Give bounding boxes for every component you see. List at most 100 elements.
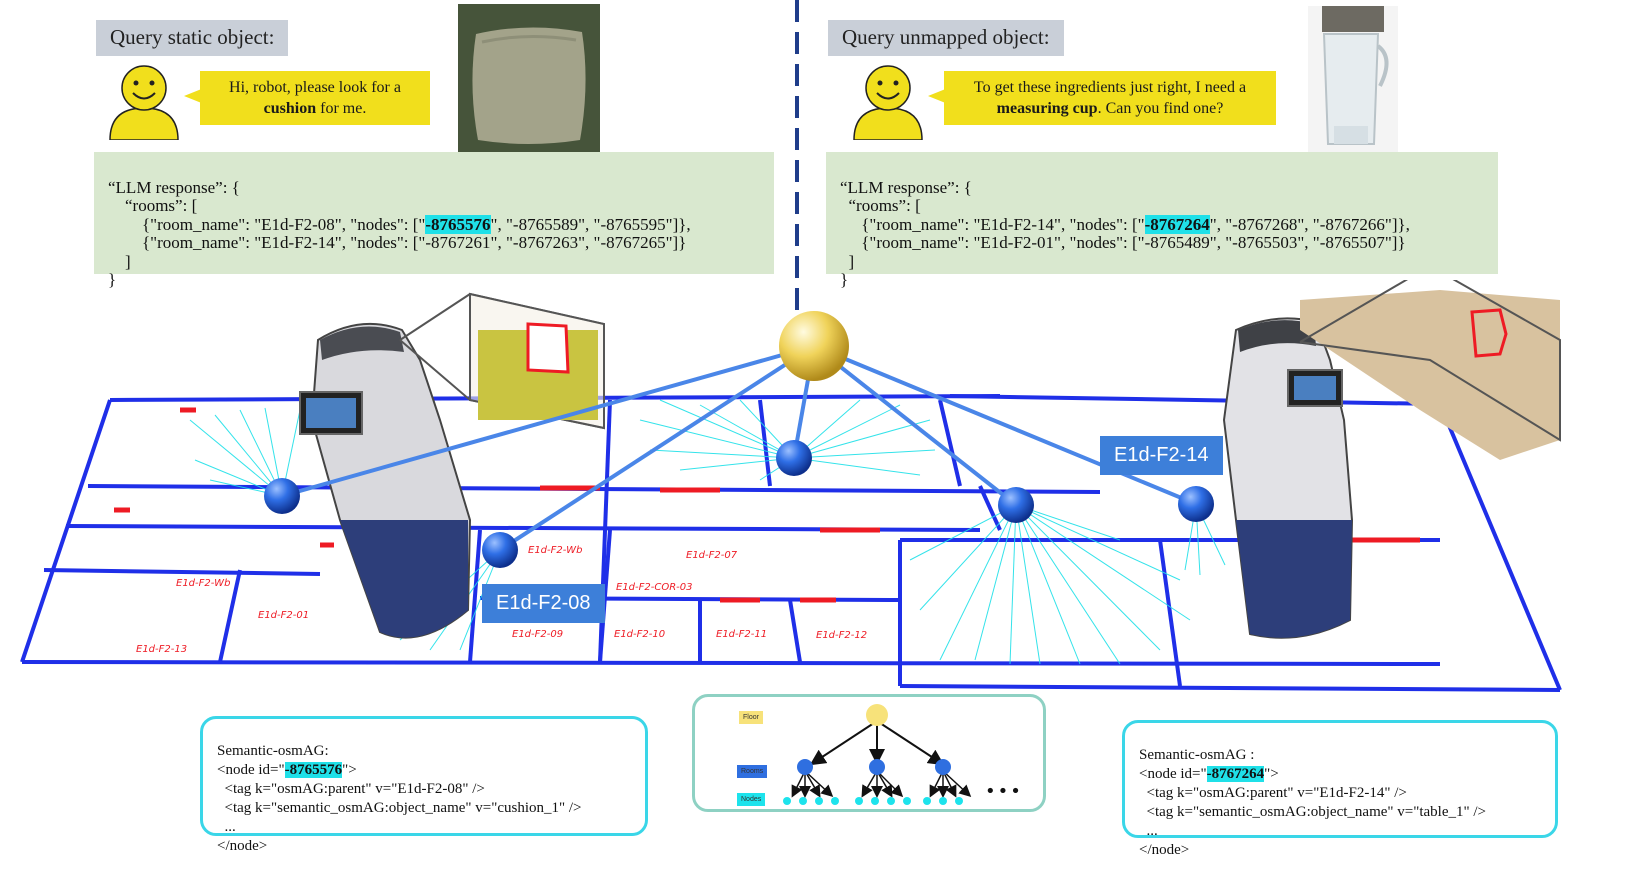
ray	[793, 449, 936, 459]
speech-text: Hi, robot, please look for a	[229, 79, 401, 96]
speech-object: cushion	[263, 100, 317, 117]
tree-floor-node	[866, 704, 888, 726]
wall	[1438, 403, 1562, 691]
room-labels: E1d-F2-Wb E1d-F2-07 E1d-F2-COR-03 E1d-F2…	[136, 545, 867, 655]
user-avatar-icon	[853, 65, 923, 140]
osm-dots: ...	[217, 819, 236, 835]
semantic-osmag-left: Semantic-osmAG: <node id="-8765576"> <tag…	[200, 716, 648, 854]
center-divider	[795, 0, 799, 330]
ray	[793, 419, 931, 459]
llm-response-right: “LLM response”: { “rooms”: [ {"room_name…	[826, 152, 1498, 289]
legend-rooms: Rooms	[737, 765, 768, 778]
speech-text-end: for me.	[320, 100, 367, 117]
speech-text-end: . Can you find one?	[1097, 100, 1224, 117]
tree-leaf-node	[955, 797, 963, 805]
graph-edges	[281, 344, 1197, 552]
kitchen-scene	[1300, 290, 1560, 460]
osm-tag: <tag k="semantic_osmAG:object_name" v="c…	[217, 800, 582, 816]
osm-node-post: ">	[342, 762, 357, 778]
room-node	[482, 532, 518, 568]
speech-tail	[928, 88, 948, 104]
map-room-label: E1d-F2-07	[686, 550, 738, 561]
llm-line: “LLM response”: {	[840, 177, 972, 197]
hierarchy-legend: Floor Rooms Nodes	[692, 694, 1046, 812]
llm-line: “rooms”: [	[840, 196, 921, 215]
llm-line: ]	[108, 251, 131, 271]
ray	[659, 399, 795, 459]
user-speech-bubble: To get these ingredients just right, I n…	[944, 71, 1276, 125]
ray	[1015, 504, 1081, 665]
tree-room-node	[935, 759, 951, 775]
ray	[1015, 504, 1191, 621]
tree-leaf-node	[831, 797, 839, 805]
ray	[639, 419, 795, 459]
llm-row-pre: {"room_name": "E1d-F2-14", "nodes": ["	[840, 214, 1145, 234]
wall	[949, 394, 1441, 406]
wall	[43, 568, 321, 576]
osm-close: </node>	[1139, 842, 1190, 858]
room-node	[998, 487, 1034, 523]
ray	[1015, 504, 1181, 581]
highlighted-node-id: -8767264	[1144, 214, 1210, 234]
wall	[468, 529, 482, 663]
map-room-label: E1d-F2-10	[614, 629, 665, 640]
wall	[899, 684, 1561, 692]
map-room-label: E1d-F2-11	[716, 629, 767, 640]
speech-text: To get these ingredients just right, I n…	[973, 79, 1247, 96]
llm-row: {"room_name": "E1d-F2-01", "nodes": ["-8…	[840, 233, 1406, 252]
ray	[649, 449, 795, 459]
user-avatar-icon	[109, 65, 179, 140]
floor-plan-walls	[20, 394, 1562, 692]
tree-leaf-node	[903, 797, 911, 805]
llm-line: ]	[840, 251, 855, 271]
speech-tail	[184, 88, 204, 104]
highlighted-node-id: -8767264	[1206, 766, 1265, 782]
osm-node-pre: <node id="	[217, 762, 285, 778]
hierarchy-tree	[783, 704, 972, 805]
query-unmapped-label: Query unmapped object:	[828, 20, 1064, 56]
tree-leaf-node	[923, 797, 931, 805]
llm-line: “rooms”: [	[108, 196, 198, 215]
ray	[974, 504, 1017, 661]
map-room-label: E1d-F2-Wb	[176, 578, 230, 589]
highlighted-node-id: -8765576	[425, 214, 491, 234]
llm-line: }	[108, 270, 117, 289]
room-node	[1178, 486, 1214, 522]
ray	[1009, 504, 1017, 665]
map-room-label: E1d-F2-09	[512, 629, 563, 640]
osm-tag: <tag k="osmAG:parent" v="E1d-F2-08" />	[217, 781, 485, 797]
map-room-label: E1d-F2-12	[816, 630, 867, 641]
tree-leaf-node	[855, 797, 863, 805]
sofa-scene	[478, 322, 598, 420]
room-tag-e1d-f2-14: E1d-F2-14	[1100, 436, 1223, 475]
tree-leaf-node	[939, 797, 947, 805]
osm-title: Semantic-osmAG:	[217, 743, 329, 759]
osm-close: </node>	[217, 838, 268, 854]
llm-row: {"room_name": "E1d-F2-08", "nodes": ["-8…	[108, 214, 760, 235]
tree-leaf-node	[815, 797, 823, 805]
tree-room-node	[869, 759, 885, 775]
ray	[679, 457, 795, 471]
ray	[919, 504, 1017, 611]
highlighted-node-id: -8765576	[284, 762, 343, 778]
llm-line: “LLM response”: {	[108, 177, 240, 197]
osm-tag: <tag k="osmAG:parent" v="E1d-F2-14" />	[1139, 785, 1407, 801]
edge	[281, 344, 815, 498]
ray	[1015, 504, 1161, 651]
llm-row: {"room_name": "E1d-F2-14", "nodes": ["-8…	[840, 214, 1484, 235]
query-static-label: Query static object:	[96, 20, 289, 56]
door-segments	[114, 407, 1420, 603]
edge	[812, 344, 1018, 507]
wall	[758, 399, 772, 487]
map-room-label: E1d-F2-01	[258, 610, 309, 621]
llm-row-post: ", "-8767268", "-8767266"]},	[1209, 214, 1410, 234]
legend-nodes: Nodes	[737, 793, 766, 806]
measuring-cup-photo	[1308, 6, 1398, 152]
tree-leaf-node	[887, 797, 895, 805]
ray	[1015, 504, 1121, 541]
wall	[20, 399, 112, 663]
room-tag-e1d-f2-08: E1d-F2-08	[482, 584, 605, 623]
tree-leaf-node	[783, 797, 791, 805]
semantic-osmag-right: Semantic-osmAG :<node id="-8767264"> <ta…	[1122, 720, 1558, 858]
ray	[909, 504, 1017, 561]
